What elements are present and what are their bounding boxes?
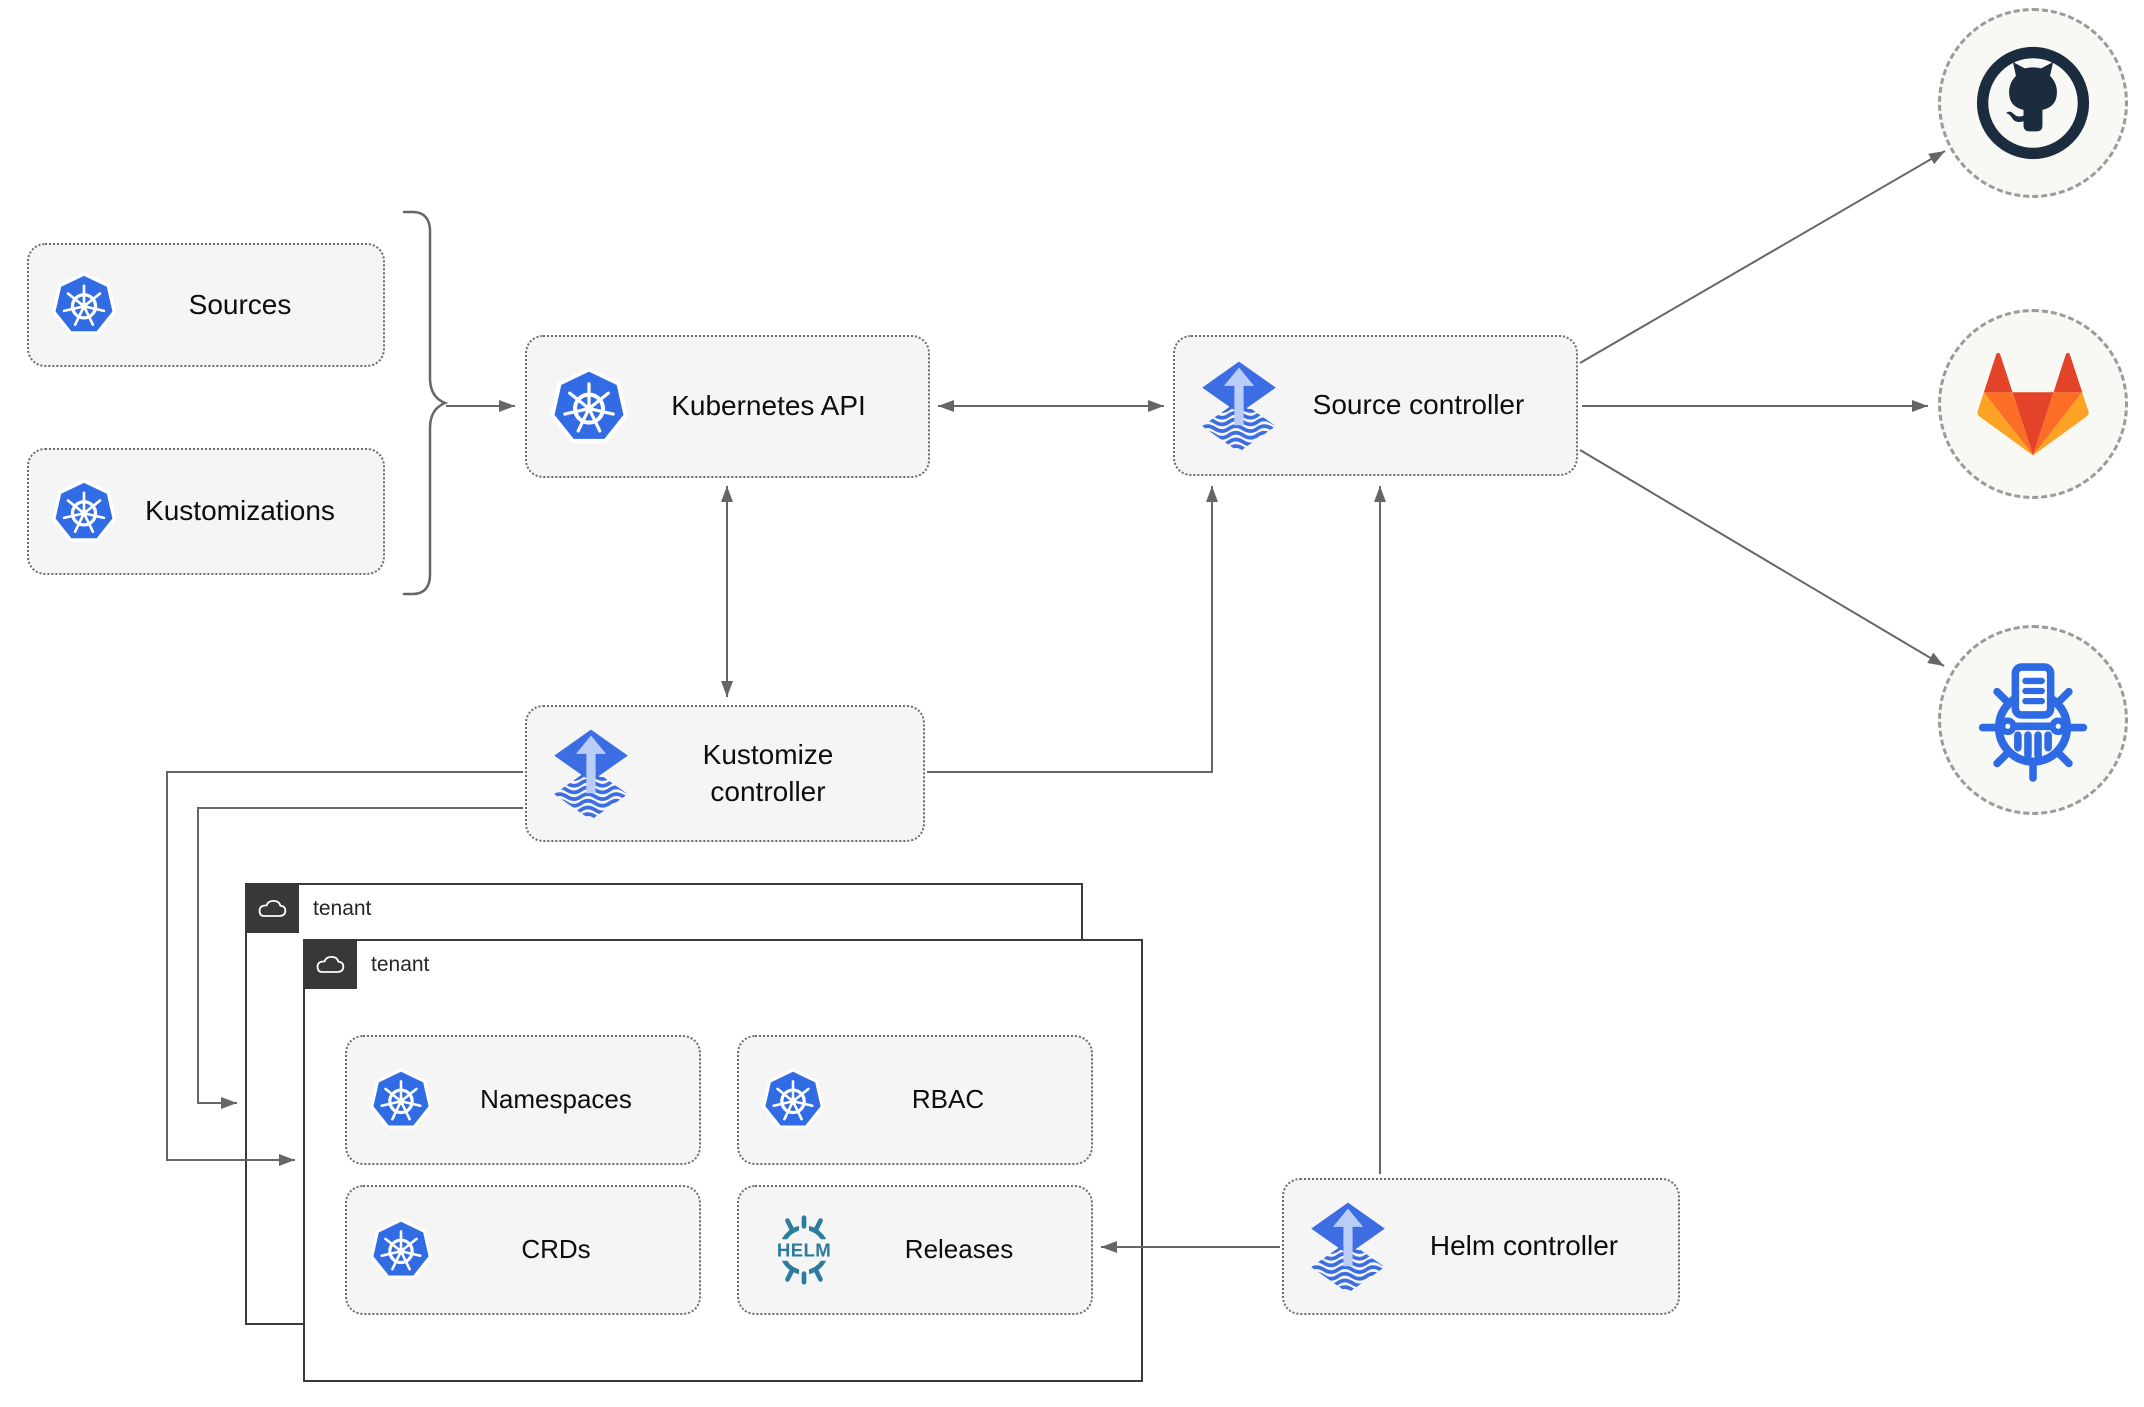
helm-icon: HELM xyxy=(761,1207,847,1293)
node-crds-label: CRDs xyxy=(521,1234,591,1265)
node-helm-controller: Helm controller xyxy=(1282,1178,1680,1315)
flux-icon xyxy=(1197,360,1281,452)
tenant-outer-tag xyxy=(245,883,299,933)
kubernetes-icon xyxy=(369,1218,433,1282)
node-source-controller-label: Source controller xyxy=(1312,389,1525,421)
github-icon xyxy=(1976,46,2090,160)
tenant-inner-tag xyxy=(303,939,357,989)
node-kubernetes-api-label: Kubernetes API xyxy=(671,390,866,422)
tenant-outer-label: tenant xyxy=(313,897,372,920)
node-rbac-label: RBAC xyxy=(911,1084,985,1115)
arrow-kustomize-to-source xyxy=(927,486,1218,773)
kubernetes-icon xyxy=(761,1068,825,1132)
tenant-inner-label: tenant xyxy=(371,953,430,976)
cloud-icon xyxy=(258,900,287,917)
node-kustomizations: Kustomizations xyxy=(27,448,385,575)
kubernetes-icon xyxy=(369,1068,433,1132)
node-namespaces-label: Namespaces xyxy=(480,1084,632,1115)
kubernetes-icon xyxy=(51,479,117,545)
node-sources: Sources xyxy=(27,243,385,367)
brace-group-sources xyxy=(402,210,449,596)
node-crds: CRDs xyxy=(345,1185,701,1315)
node-kubernetes-api: Kubernetes API xyxy=(525,335,930,478)
node-releases: HELM Releases xyxy=(737,1185,1093,1315)
cloud-icon xyxy=(316,956,345,973)
node-source-controller: Source controller xyxy=(1173,335,1578,476)
gitlab-icon xyxy=(1977,352,2089,456)
kubernetes-icon xyxy=(51,272,117,338)
node-kustomizations-label: Kustomizations xyxy=(145,495,335,527)
kubernetes-icon xyxy=(549,367,629,447)
endpoint-kustomize-registry xyxy=(1938,625,2128,815)
node-releases-label: Releases xyxy=(904,1234,1014,1265)
node-helm-controller-label: Helm controller xyxy=(1429,1230,1619,1262)
flux-icon xyxy=(549,728,633,820)
arrow-source-to-bucket xyxy=(1579,449,1945,667)
node-kustomize-controller-label: Kustomize controller xyxy=(702,739,834,807)
node-kustomize-controller: Kustomize controller xyxy=(525,705,925,842)
endpoint-gitlab xyxy=(1938,309,2128,499)
node-namespaces: Namespaces xyxy=(345,1035,701,1165)
arrow-source-to-github xyxy=(1579,150,1946,364)
endpoint-github xyxy=(1938,8,2128,198)
helm-logo-text: HELM xyxy=(777,1239,831,1260)
flux-icon xyxy=(1306,1201,1390,1293)
kustomize-wheel-icon xyxy=(1978,663,2088,782)
node-sources-label: Sources xyxy=(188,288,292,320)
node-rbac: RBAC xyxy=(737,1035,1093,1165)
